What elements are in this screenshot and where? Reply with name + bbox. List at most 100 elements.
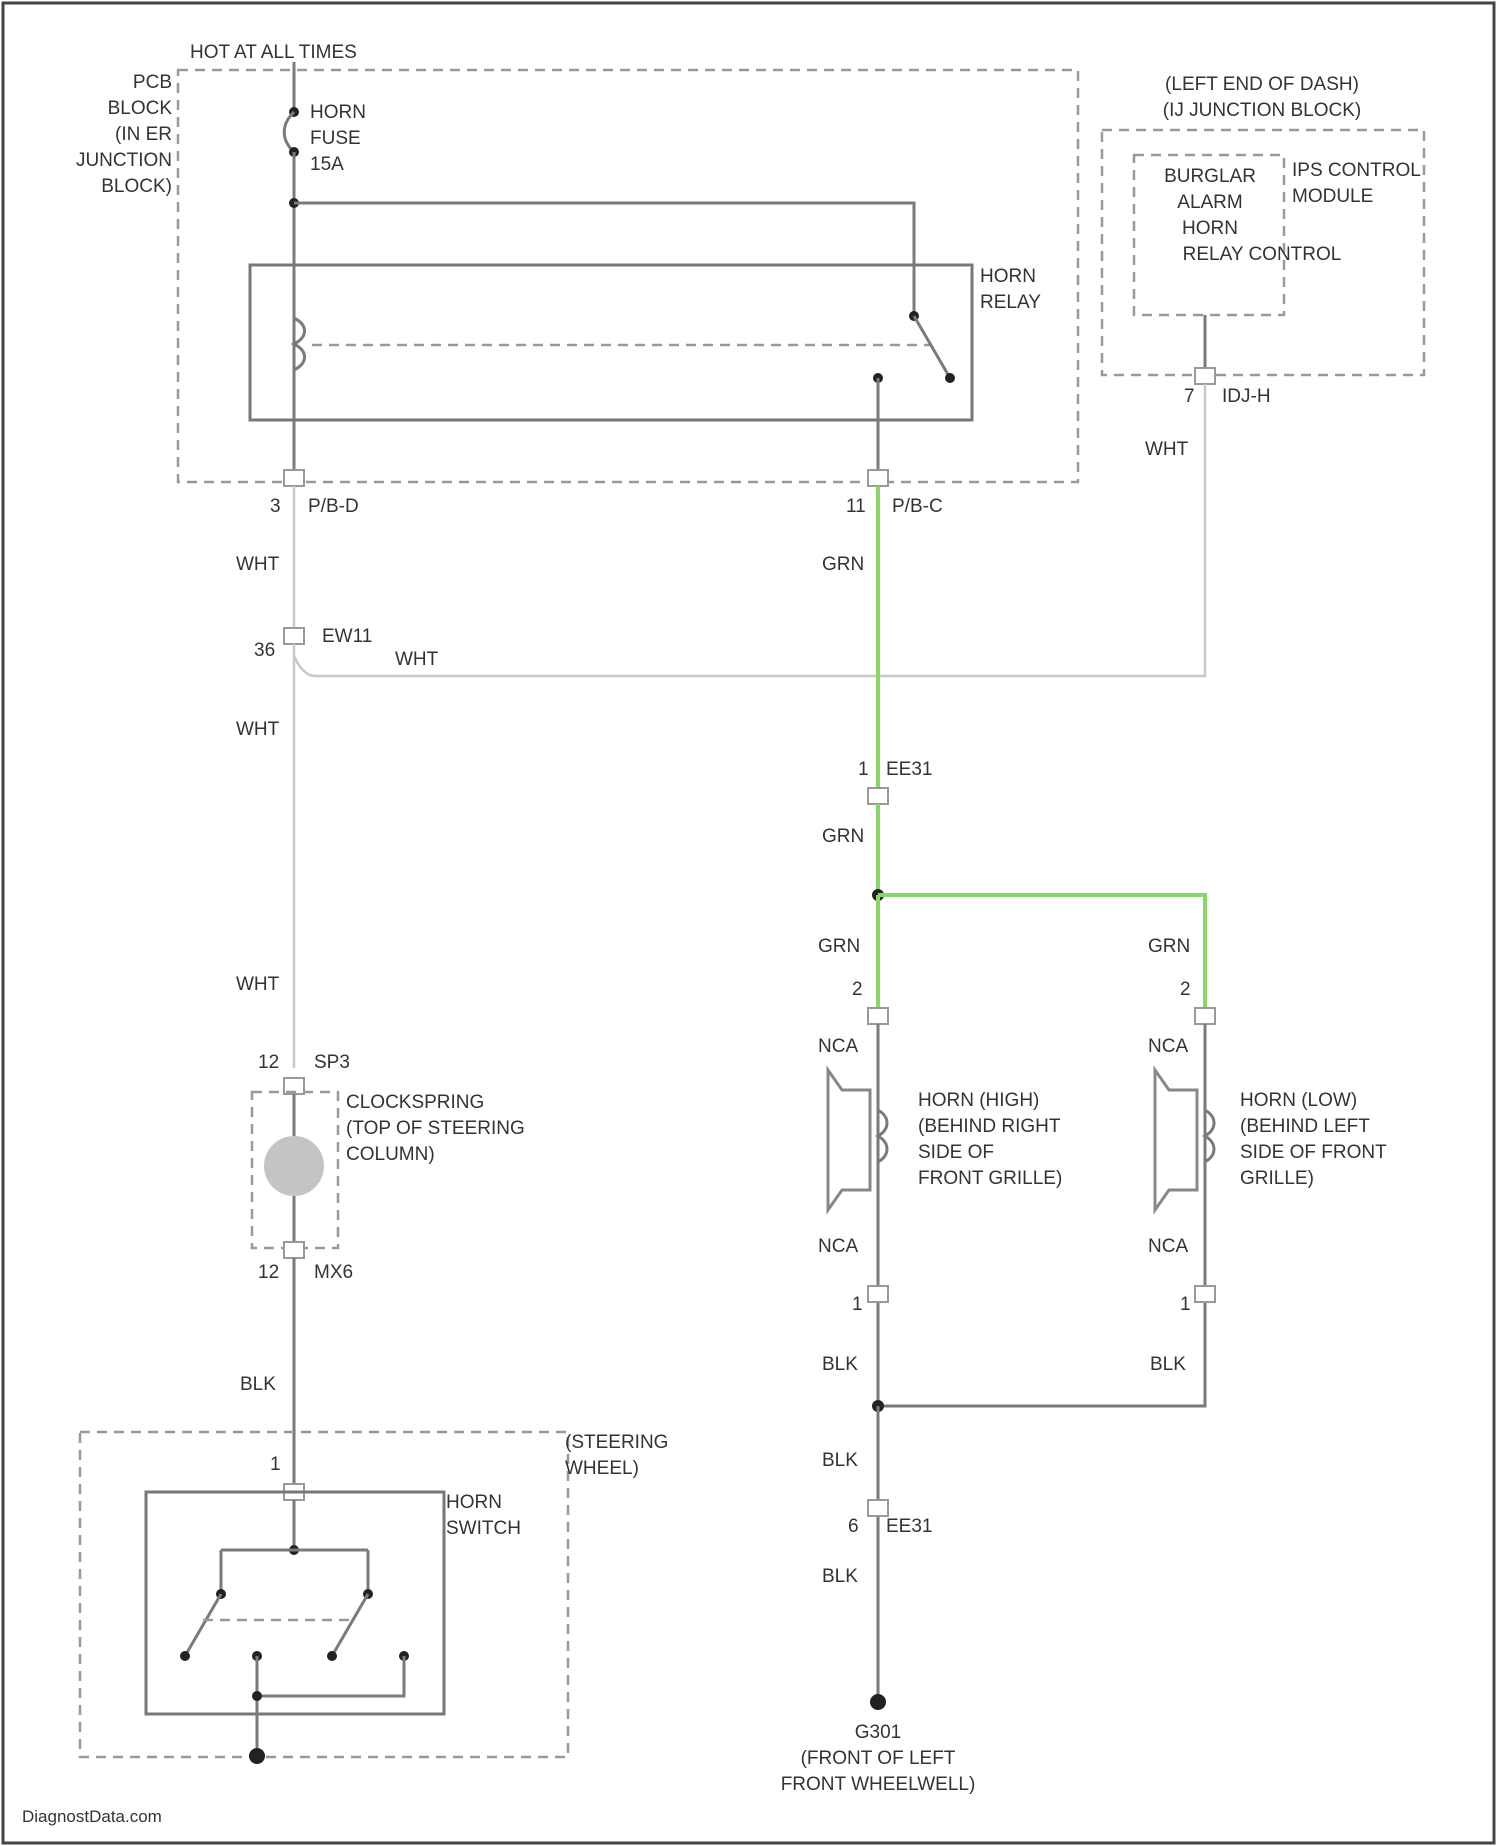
horn-switch-b-end — [327, 1651, 337, 1661]
ew1-branch-color: WHT — [395, 649, 439, 670]
svg-text:RELAY CONTROL: RELAY CONTROL — [1183, 244, 1342, 265]
horn-low-bottom-connector — [1195, 1286, 1215, 1302]
svg-text:IPS CONTROL: IPS CONTROL — [1292, 160, 1421, 181]
power-header: HOT AT ALL TIMES — [190, 42, 357, 63]
svg-text:PCB: PCB — [133, 72, 172, 93]
grn-wire-label-3: GRN — [818, 936, 860, 957]
left-wire-color-4: BLK — [240, 1374, 276, 1395]
svg-text:FUSE: FUSE — [310, 128, 361, 149]
ips-to-ew1-wire — [315, 384, 1205, 676]
svg-text:HORN: HORN — [1182, 218, 1238, 239]
horn-low-top-connector — [1195, 1008, 1215, 1024]
horn-switch-a-blade — [185, 1594, 221, 1656]
svg-text:BURGLAR: BURGLAR — [1164, 166, 1256, 187]
svg-text:HORN: HORN — [310, 102, 366, 123]
grn-wire-label-2: GRN — [822, 826, 864, 847]
horn-high-nca-top: NCA — [818, 1036, 858, 1057]
ground-label: G301 (FRONT OF LEFT FRONT WHEELWELL) — [781, 1722, 976, 1795]
ij-name: IDJ-H — [1222, 386, 1271, 407]
ew1-pin: 36 — [254, 640, 275, 661]
svg-text:(LEFT END OF DASH): (LEFT END OF DASH) — [1165, 74, 1359, 95]
horn-fuse-symbol — [284, 112, 294, 152]
horn-high-blk: BLK — [822, 1354, 858, 1375]
pbc-left-connector — [284, 470, 304, 486]
svg-text:GRILLE): GRILLE) — [1240, 1168, 1314, 1189]
horn-low-bottom-pin: 1 — [1180, 1294, 1191, 1315]
svg-text:(FRONT OF LEFT: (FRONT OF LEFT — [801, 1748, 956, 1769]
pbc-left-name: P/B-D — [308, 496, 359, 517]
horn-switch-ground-bus — [257, 1656, 404, 1756]
sw-top-name: SP3 — [314, 1052, 350, 1073]
horn-low-top-pin: 2 — [1180, 979, 1191, 1000]
svg-text:(BEHIND LEFT: (BEHIND LEFT — [1240, 1116, 1370, 1137]
horn-switch-ground-splice — [252, 1691, 262, 1701]
svg-text:JUNCTION: JUNCTION — [76, 150, 172, 171]
ee1-bottom-pin: 6 — [848, 1516, 859, 1537]
sw-top-pin: 12 — [258, 1052, 279, 1073]
svg-text:HORN: HORN — [446, 1492, 502, 1513]
relay-switch-feed-wire — [294, 203, 914, 316]
left-wire-color-3: WHT — [236, 974, 280, 995]
junction-block-label: (LEFT END OF DASH) (IJ JUNCTION BLOCK) — [1163, 74, 1361, 121]
svg-text:CLOCKSPRING: CLOCKSPRING — [346, 1092, 484, 1113]
ee1-top-name: EE31 — [886, 759, 932, 780]
svg-text:SIDE OF FRONT: SIDE OF FRONT — [1240, 1142, 1387, 1163]
ij-connector — [1195, 368, 1215, 384]
grn-wire-label-4: GRN — [1148, 936, 1190, 957]
ground-wire-label-2: BLK — [822, 1566, 858, 1587]
svg-text:(TOP OF STEERING: (TOP OF STEERING — [346, 1118, 525, 1139]
ground-wire-label-1: BLK — [822, 1450, 858, 1471]
svg-text:FRONT WHEELWELL): FRONT WHEELWELL) — [781, 1774, 976, 1795]
svg-text:RELAY: RELAY — [980, 292, 1041, 313]
ew1-name: EW11 — [322, 626, 372, 647]
relay-switch-blade — [914, 316, 950, 378]
steering-wheel-ground — [249, 1748, 265, 1764]
svg-text:G301: G301 — [855, 1722, 901, 1743]
horn-high-nca-bottom: NCA — [818, 1236, 858, 1257]
svg-text:BLOCK: BLOCK — [108, 98, 173, 119]
left-wire-color-1: WHT — [236, 554, 280, 575]
ee1-bottom-name: EE31 — [886, 1516, 932, 1537]
steering-wheel-boundary — [80, 1432, 568, 1757]
svg-text:ALARM: ALARM — [1177, 192, 1242, 213]
ew1-branch-link — [294, 656, 315, 676]
relay-switch-blade-end — [945, 373, 955, 383]
horn-switch-a-end — [180, 1651, 190, 1661]
svg-text:SIDE OF: SIDE OF — [918, 1142, 994, 1163]
horn-high-icon — [828, 1070, 870, 1210]
clockspring-label: CLOCKSPRING (TOP OF STEERING COLUMN) — [346, 1092, 525, 1165]
relay-coil-symbol — [294, 318, 305, 370]
svg-text:(BEHIND RIGHT: (BEHIND RIGHT — [918, 1116, 1061, 1137]
svg-text:(IN ER: (IN ER — [115, 124, 172, 145]
left-wire-color-2: WHT — [236, 719, 280, 740]
grn-wire-label-1: GRN — [822, 554, 864, 575]
watermark: DiagnostData.com — [22, 1807, 162, 1826]
ij-pin: 7 — [1184, 386, 1195, 407]
svg-text:FRONT GRILLE): FRONT GRILLE) — [918, 1168, 1062, 1189]
pbc-right-pin: 11 — [846, 496, 866, 517]
svg-text:SWITCH: SWITCH — [446, 1518, 521, 1539]
svg-text:(STEERING: (STEERING — [565, 1432, 668, 1453]
svg-text:BLOCK): BLOCK) — [101, 176, 172, 197]
horn-high-label: HORN (HIGH) (BEHIND RIGHT SIDE OF FRONT … — [918, 1090, 1062, 1189]
ee1-bottom-connector — [868, 1500, 888, 1516]
svg-text:WHEEL): WHEEL) — [565, 1458, 639, 1479]
horn-high-bottom-pin: 1 — [852, 1294, 863, 1315]
horn-low-nca-top: NCA — [1148, 1036, 1188, 1057]
horn-relay-label: HORN RELAY — [980, 266, 1041, 313]
horn-switch-pin: 1 — [270, 1454, 281, 1475]
steering-wheel-label: (STEERING WHEEL) — [565, 1432, 668, 1479]
horn-low-nca-bottom: NCA — [1148, 1236, 1188, 1257]
sw-bottom-connector — [284, 1242, 304, 1258]
sw-bottom-name: MX6 — [314, 1262, 353, 1283]
svg-text:HORN: HORN — [980, 266, 1036, 287]
pbc-left-pin: 3 — [270, 496, 281, 517]
ips-wire-color: WHT — [1145, 439, 1189, 460]
horn-low-label: HORN (LOW) (BEHIND LEFT SIDE OF FRONT GR… — [1240, 1090, 1387, 1189]
ee1-top-connector — [868, 788, 888, 804]
pcb-block-label: PCB BLOCK (IN ER JUNCTION BLOCK) — [76, 72, 172, 197]
horn-fuse-label: HORN FUSE 15A — [310, 102, 366, 175]
svg-text:MODULE: MODULE — [1292, 186, 1373, 207]
pbc-right-connector — [868, 470, 888, 486]
